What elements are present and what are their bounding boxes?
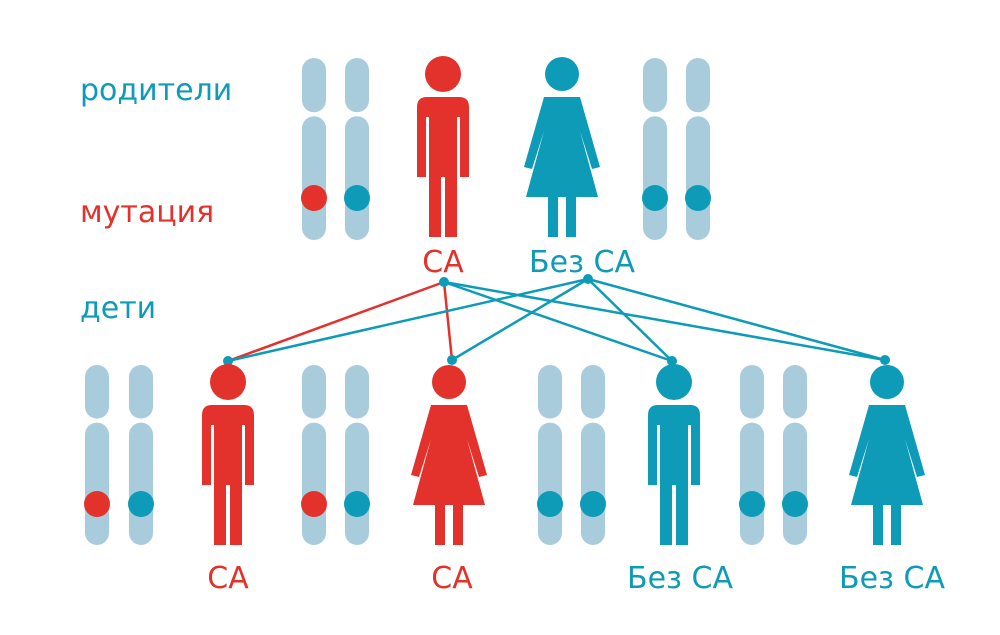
link-parent-2-to-child-4 bbox=[587, 277, 886, 362]
child-1-link-node bbox=[223, 356, 233, 366]
chromosome-long-arm bbox=[783, 422, 807, 545]
body bbox=[417, 97, 469, 237]
chromosome-long-arm bbox=[85, 422, 109, 545]
chromosome-long-arm bbox=[345, 422, 369, 545]
allele-dot bbox=[739, 491, 765, 517]
chromosome-long-arm bbox=[345, 116, 369, 240]
parent-2-link-node bbox=[583, 274, 593, 284]
person-figures bbox=[202, 56, 925, 545]
allele-dot bbox=[301, 491, 327, 517]
head bbox=[545, 57, 579, 91]
chromosome-short-arm bbox=[538, 365, 562, 419]
child-2-chromosome-pair bbox=[301, 365, 370, 545]
child-4-label: Без СА bbox=[839, 561, 945, 596]
body bbox=[849, 405, 925, 545]
chromosome-short-arm bbox=[345, 365, 369, 419]
parent-1-link-node bbox=[439, 277, 449, 287]
body bbox=[202, 405, 254, 545]
child-3-chromosome-pair bbox=[537, 365, 606, 545]
child-4-figure bbox=[849, 365, 925, 545]
chromosome-left bbox=[301, 365, 327, 545]
chromosome-short-arm bbox=[129, 365, 153, 419]
row-label-mutation: мутация bbox=[80, 195, 214, 230]
head bbox=[210, 364, 246, 400]
mother-figure bbox=[524, 57, 600, 237]
body bbox=[648, 405, 700, 545]
child-1-chromosome-pair bbox=[84, 365, 154, 545]
link-parent-2-to-child-1 bbox=[227, 277, 589, 363]
chromosome-right bbox=[782, 365, 808, 545]
allele-dot bbox=[344, 185, 370, 211]
chromosome-right bbox=[685, 58, 711, 240]
father-figure bbox=[417, 56, 469, 237]
child-3-link-node bbox=[667, 356, 677, 366]
chromosome-short-arm bbox=[85, 365, 109, 419]
chromosome-long-arm bbox=[686, 116, 710, 240]
chromosome-long-arm bbox=[538, 422, 562, 545]
chromosome-left bbox=[537, 365, 563, 545]
allele-dot bbox=[782, 491, 808, 517]
allele-dot bbox=[84, 491, 110, 517]
allele-dot bbox=[537, 491, 563, 517]
allele-dot bbox=[344, 491, 370, 517]
chromosome-short-arm bbox=[686, 58, 710, 113]
body bbox=[524, 97, 600, 237]
allele-dot bbox=[685, 185, 711, 211]
child-2-label: СА bbox=[431, 561, 473, 596]
chromosome-long-arm bbox=[643, 116, 667, 240]
link-parent-1-to-child-3 bbox=[443, 280, 673, 363]
chromosome-short-arm bbox=[783, 365, 807, 419]
chromosome-left bbox=[739, 365, 765, 545]
parent-father-label: СА bbox=[422, 245, 464, 280]
chromosome-left bbox=[301, 58, 327, 240]
allele-dot bbox=[580, 491, 606, 517]
chromosome-short-arm bbox=[302, 58, 326, 113]
allele-dot bbox=[128, 491, 154, 517]
child-4-link-node bbox=[880, 355, 890, 365]
father-chromosome-pair bbox=[301, 58, 370, 240]
inheritance-links bbox=[223, 274, 890, 366]
chromosome-short-arm bbox=[581, 365, 605, 419]
chromosome-right bbox=[344, 365, 370, 545]
row-label-children: дети bbox=[80, 291, 156, 326]
chromosome-left bbox=[84, 365, 110, 545]
body bbox=[411, 405, 487, 545]
row-label-parents: родители bbox=[80, 73, 232, 108]
chromosome-layer bbox=[84, 58, 808, 545]
chromosome-right bbox=[344, 58, 370, 240]
head bbox=[432, 365, 466, 399]
mother-chromosome-pair bbox=[642, 58, 711, 240]
head bbox=[870, 365, 904, 399]
allele-dot bbox=[301, 185, 327, 211]
parent-mother-label: Без СА bbox=[529, 245, 635, 280]
chromosome-short-arm bbox=[345, 58, 369, 113]
child-1-figure bbox=[202, 364, 254, 545]
child-4-chromosome-pair bbox=[739, 365, 808, 545]
chromosome-right bbox=[128, 365, 154, 545]
link-parent-2-to-child-3 bbox=[587, 278, 673, 362]
child-1-label: СА bbox=[207, 561, 249, 596]
child-2-figure bbox=[411, 365, 487, 545]
allele-dot bbox=[642, 185, 668, 211]
chromosome-left bbox=[642, 58, 668, 240]
chromosome-long-arm bbox=[129, 422, 153, 545]
chromosome-short-arm bbox=[740, 365, 764, 419]
chromosome-long-arm bbox=[740, 422, 764, 545]
chromosome-short-arm bbox=[643, 58, 667, 113]
chromosome-long-arm bbox=[302, 422, 326, 545]
head bbox=[656, 364, 692, 400]
link-parent-1-to-child-2 bbox=[442, 281, 454, 361]
child-3-figure bbox=[648, 364, 700, 545]
chromosome-long-arm bbox=[581, 422, 605, 545]
head bbox=[425, 56, 461, 92]
chromosome-long-arm bbox=[302, 116, 326, 240]
child-3-label: Без СА bbox=[627, 561, 733, 596]
child-2-link-node bbox=[447, 355, 457, 365]
chromosome-right bbox=[580, 365, 606, 545]
link-parent-2-to-child-2 bbox=[451, 277, 589, 362]
link-parent-1-to-child-4 bbox=[443, 280, 886, 362]
link-parent-1-to-child-1 bbox=[227, 280, 445, 363]
chromosome-short-arm bbox=[302, 365, 326, 419]
